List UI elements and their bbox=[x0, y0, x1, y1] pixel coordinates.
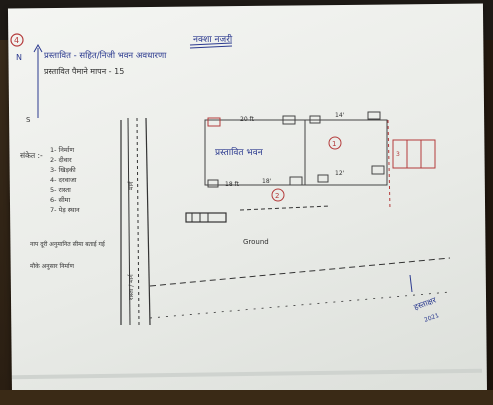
circle-mark-1: 1 bbox=[332, 140, 336, 148]
circle-mark-2: 2 bbox=[275, 192, 279, 200]
legend-item: 5- रास्ता bbox=[50, 186, 71, 194]
signature-date: 2021 bbox=[423, 312, 440, 324]
road-label: रास्ता / मार्ग bbox=[127, 273, 135, 300]
legend-item: 3- खिड़की bbox=[50, 166, 76, 174]
scale-line: प्रस्तावित पैमाने मापन - 15 bbox=[44, 66, 124, 76]
arrow-head bbox=[33, 43, 43, 53]
road-vertical: मार्ग रास्ता / मार्ग bbox=[120, 117, 151, 326]
circle-mark-3: 3 bbox=[396, 151, 400, 158]
north-mark: N bbox=[16, 53, 22, 62]
header-line1: प्रस्तावित - सहित/निजी भवन अवधारणा bbox=[44, 50, 167, 61]
legend-item: 4- दरवाजा bbox=[50, 176, 77, 184]
legend-item: 2- दीवार bbox=[50, 156, 72, 164]
road-label-left: मार्ग bbox=[127, 180, 135, 190]
header-right: नक्शा नजरी bbox=[193, 33, 233, 45]
legend-item: 7- पेड़ स्थान bbox=[50, 206, 80, 214]
signature-text: हस्ताक्षर bbox=[413, 295, 438, 312]
page-number: 4 bbox=[14, 36, 19, 45]
legend-item: 1- निर्माण bbox=[50, 146, 74, 154]
bottom-dim: 18' bbox=[262, 178, 272, 185]
legend-note2: मौके अनुसार निर्माण bbox=[30, 262, 75, 270]
road-horizontal bbox=[149, 257, 451, 319]
bottom-dim: 12' bbox=[335, 170, 345, 177]
south-mark: S bbox=[26, 116, 31, 124]
building-label: प्रस्तावित भवन bbox=[215, 146, 264, 158]
legend-note1: नाप दूरी अनुमानित सीमा बताई गई bbox=[30, 240, 106, 248]
desk-wood bbox=[0, 390, 493, 405]
building-plan: 20 ft 14' 18 ft 18' 12' प्रस्तावित भवन 1… bbox=[185, 111, 436, 246]
top-dim: 14' bbox=[335, 112, 345, 119]
legend: संकेत :- 1- निर्माण 2- दीवार 3- खिड़की 4… bbox=[20, 146, 106, 270]
bottom-dim: 18 ft bbox=[225, 181, 240, 188]
signature: हस्ताक्षर 2021 bbox=[409, 274, 440, 324]
legend-item: 6- सीमा bbox=[50, 196, 71, 204]
ground-label: Ground bbox=[243, 238, 269, 246]
legend-title: संकेत :- bbox=[20, 151, 43, 160]
page-number-circle bbox=[10, 33, 24, 47]
top-dim: 20 ft bbox=[240, 116, 255, 123]
